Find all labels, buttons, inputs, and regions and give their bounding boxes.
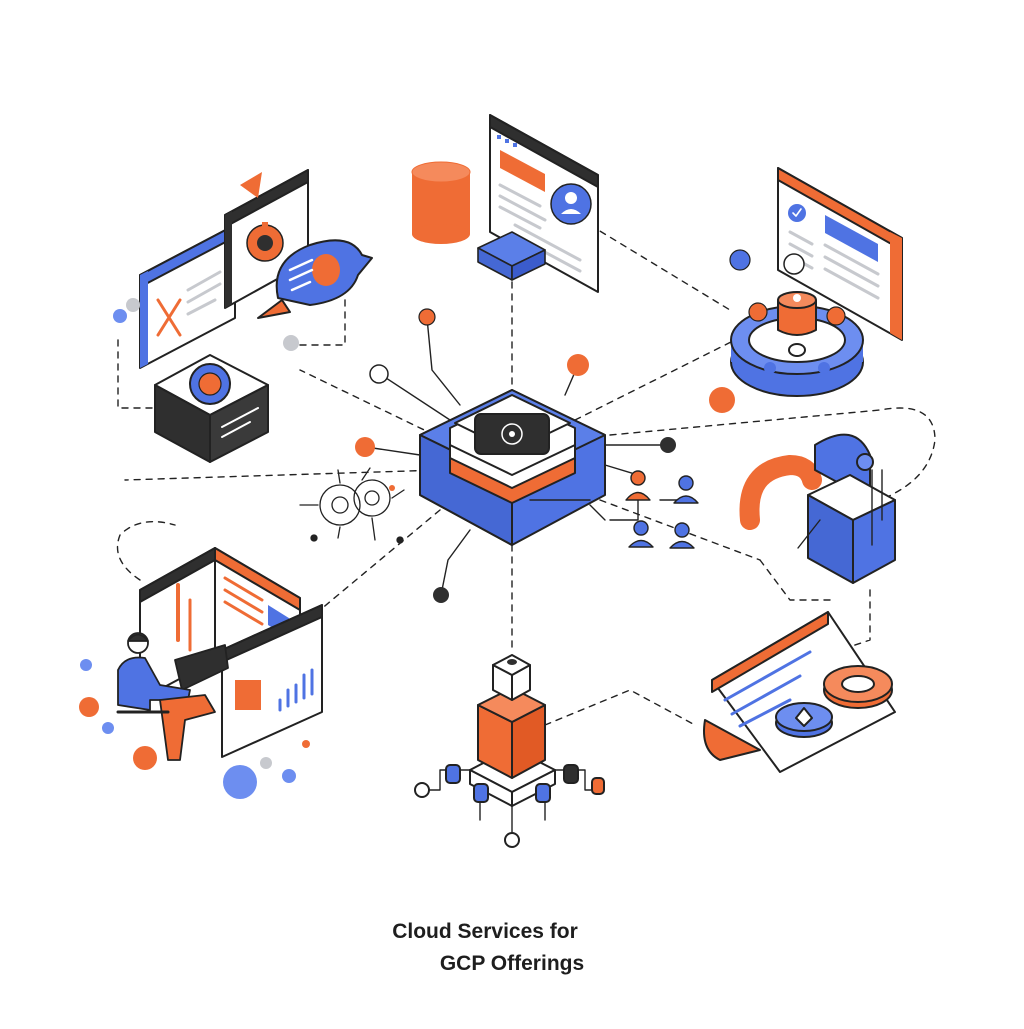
orange-node-icon [355, 437, 375, 457]
caption-line-1: Cloud Services for [392, 920, 578, 943]
speech-bubble-icon [257, 239, 373, 319]
database-cylinder-icon [411, 161, 471, 244]
blue-node-icon [113, 309, 127, 323]
developer-at-workstation-icon [139, 547, 323, 758]
admin-checklist-window-icon [777, 167, 903, 341]
gray-node-icon [283, 335, 299, 351]
compute-tower-cluster-icon [414, 654, 605, 848]
user-team-network-icon [604, 464, 699, 549]
orange-node-icon [567, 354, 589, 376]
gray-node-icon [126, 298, 140, 312]
blue-ring-node-icon [729, 249, 751, 271]
user-profile-window-icon [489, 114, 599, 293]
dark-node-icon [433, 587, 449, 603]
gears-network-icon [299, 467, 405, 544]
blue-server-block-icon [477, 231, 546, 281]
orange-node-icon [709, 387, 735, 413]
caption-line-2: GCP Offerings [439, 952, 585, 975]
decorative-dots [79, 659, 310, 799]
storage-disk-card-icon [703, 611, 896, 773]
white-node-icon [783, 253, 805, 275]
gear-tool-icon [246, 222, 284, 262]
orange-node-icon [418, 308, 436, 326]
gear-server-box-icon [154, 354, 269, 463]
white-node-icon [369, 364, 389, 384]
dark-node-icon [660, 437, 676, 453]
lock-security-box-icon [739, 433, 896, 584]
central-cloud-hub-icon [419, 389, 606, 546]
developer-person-icon [116, 632, 229, 761]
blue-server-platform-icon [730, 291, 864, 397]
